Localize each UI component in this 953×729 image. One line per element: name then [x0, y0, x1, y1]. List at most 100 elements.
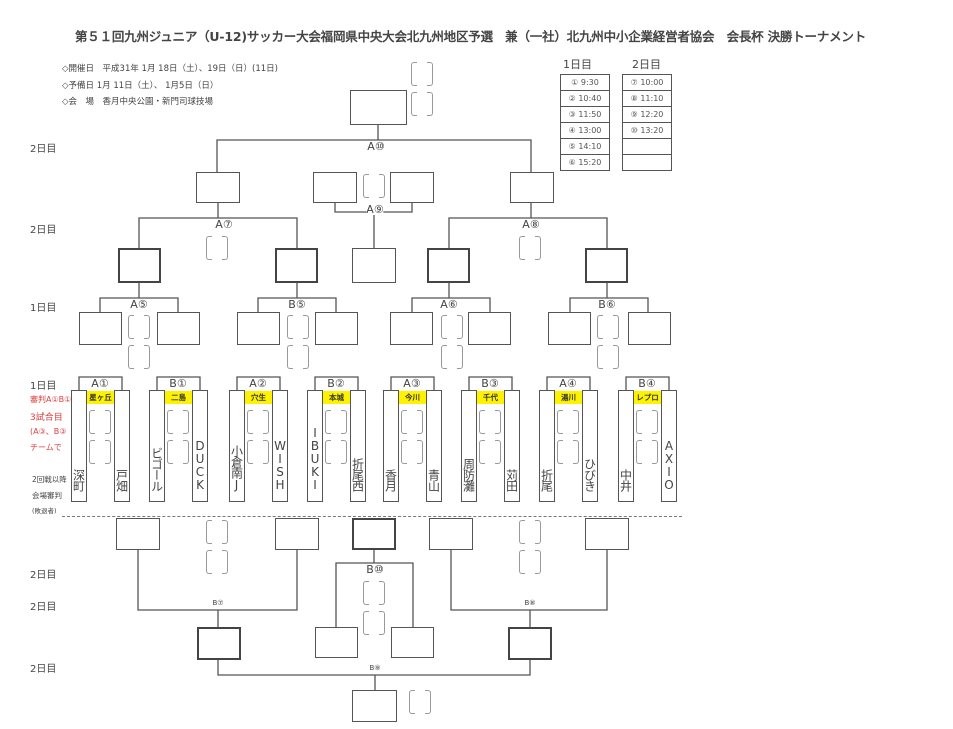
- score-box: [79, 312, 122, 345]
- score-box: [116, 518, 160, 550]
- score-box: [196, 172, 240, 203]
- referee-note-red: (A③、B③: [30, 427, 67, 436]
- schedule-time-cell: ⑥ 15:20: [560, 154, 610, 171]
- bracket-line: [625, 376, 670, 390]
- day-label: 2日目: [30, 225, 57, 236]
- score-box: [508, 627, 552, 660]
- score-box: [350, 90, 407, 125]
- team-box-right: 青山: [426, 390, 442, 502]
- team-name: ひびき: [582, 458, 597, 491]
- pk-score-bracket: [363, 611, 385, 635]
- team-box-right: ひびき: [582, 390, 598, 502]
- match-label: A⑩: [367, 140, 385, 153]
- team-box-right: WISH: [272, 390, 288, 502]
- pk-score-bracket: [363, 174, 385, 198]
- pk-score-bracket: [411, 62, 433, 86]
- referee-note: 2回戦以降: [32, 475, 67, 484]
- score-box: [585, 518, 629, 550]
- pk-score-bracket: [325, 410, 347, 434]
- team-box-right: 折尾西: [350, 390, 366, 502]
- pk-score-bracket: [636, 410, 658, 434]
- pk-score-bracket: [519, 520, 541, 544]
- score-box: [548, 312, 591, 345]
- team-name: WISH: [273, 439, 287, 491]
- venue-label: 星ヶ丘: [87, 391, 114, 404]
- bracket-line: [78, 376, 123, 390]
- score-box: [390, 172, 434, 203]
- score-box: [315, 627, 358, 658]
- score-box: [468, 312, 511, 345]
- team-box-right: AXIO: [661, 390, 677, 502]
- score-box: [427, 248, 470, 283]
- score-box: [237, 312, 280, 345]
- pk-score-bracket: [557, 440, 579, 464]
- score-box: [352, 518, 396, 550]
- pk-score-bracket: [401, 440, 423, 464]
- score-box: [352, 248, 396, 283]
- pk-score-bracket: [519, 236, 541, 260]
- match-label: A⑧: [522, 218, 540, 231]
- team-box-left: 小倉南J: [229, 390, 245, 502]
- pk-score-bracket: [287, 345, 309, 369]
- match-label: B⑤: [288, 298, 306, 311]
- team-name: ビゴール: [149, 447, 164, 491]
- bracket-line: [99, 297, 179, 312]
- team-name: 青山: [426, 469, 441, 491]
- match-label: B⑩: [366, 563, 384, 576]
- team-box-right: DUCK: [192, 390, 208, 502]
- referee-note-red: 3試合目: [30, 413, 63, 423]
- pk-score-bracket: [441, 345, 463, 369]
- pk-score-bracket: [247, 410, 269, 434]
- match-label: B⑦: [212, 598, 224, 609]
- pk-score-bracket: [206, 236, 228, 260]
- day-label: 2日目: [30, 664, 57, 675]
- team-name: IBUKI: [308, 426, 322, 491]
- pk-score-bracket: [128, 345, 150, 369]
- team-box-left: 香月: [383, 390, 399, 502]
- match-label: B⑨: [369, 663, 381, 674]
- pk-score-bracket: [597, 315, 619, 339]
- pk-score-bracket: [557, 410, 579, 434]
- bracket-line: [411, 297, 491, 312]
- score-box: [315, 312, 358, 345]
- pk-score-bracket: [167, 440, 189, 464]
- team-name: 折尾西: [350, 458, 365, 491]
- bracket-line: [236, 376, 281, 390]
- score-box: [275, 248, 318, 283]
- team-name: 苅田: [504, 469, 519, 491]
- pk-score-bracket: [441, 315, 463, 339]
- pk-score-bracket: [597, 345, 619, 369]
- match-label: A④: [559, 377, 577, 390]
- pk-score-bracket: [167, 410, 189, 434]
- match-label: B①: [169, 377, 187, 390]
- bracket-line: [390, 376, 435, 390]
- match-label: A⑥: [440, 298, 458, 311]
- score-box: [313, 172, 357, 203]
- divider-line: [62, 516, 682, 517]
- team-name: AXIO: [662, 439, 676, 491]
- team-box-right: 苅田: [504, 390, 520, 502]
- referee-note: 会場審判: [32, 491, 62, 500]
- day-label: 1日目: [30, 381, 57, 392]
- team-box-right: 戸畑: [114, 390, 130, 502]
- pk-score-bracket: [401, 410, 423, 434]
- pk-score-bracket: [287, 315, 309, 339]
- bracket-line: [546, 376, 591, 390]
- team-name: 中井: [618, 469, 633, 491]
- score-box: [585, 248, 628, 283]
- score-box: [429, 518, 473, 550]
- team-box-left: 中井: [618, 390, 634, 502]
- pk-score-bracket: [409, 690, 431, 714]
- pk-score-bracket: [206, 550, 228, 574]
- score-box: [352, 690, 397, 722]
- bracket-line: [138, 217, 298, 248]
- venue-label: 二島: [165, 391, 192, 404]
- match-label: A③: [403, 377, 421, 390]
- referee-note-red: 審判A①B①: [30, 395, 72, 404]
- match-label: A⑦: [215, 218, 233, 231]
- match-label: B④: [638, 377, 656, 390]
- pk-score-bracket: [479, 440, 501, 464]
- team-name: 折尾: [539, 469, 554, 491]
- match-label: A①: [91, 377, 109, 390]
